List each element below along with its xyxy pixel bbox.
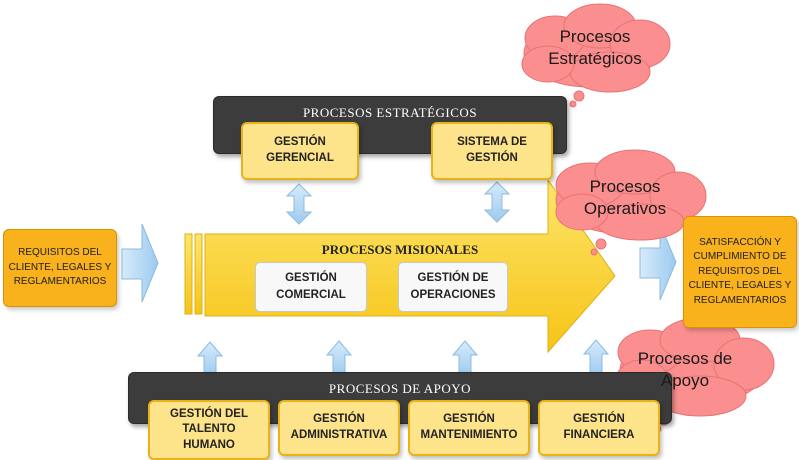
estrategicos-title: PROCESOS ESTRATÉGICOS: [302, 105, 478, 120]
sistema-gestion-box[interactable]: SISTEMA DE GESTIÓN: [431, 122, 553, 180]
apoyo-title: PROCESOS DE APOYO: [328, 381, 472, 396]
input-requisitos-label: REQUISITOS DEL CLIENTE, LEGALES Y REGLAM…: [8, 247, 112, 288]
output-satisfaccion-box[interactable]: SATISFACCIÓN Y CUMPLIMIENTO DE REQUISITO…: [683, 216, 797, 328]
gestion-operaciones-label: GESTIÓN DE OPERACIONES: [410, 271, 496, 301]
gestion-gerencial-label: GESTIÓN GERENCIAL: [266, 136, 334, 164]
output-satisfaccion-label: SATISFACCIÓN Y CUMPLIMIENTO DE REQUISITO…: [688, 236, 792, 306]
sistema-gestion-label: SISTEMA DE GESTIÓN: [457, 136, 527, 164]
gestion-comercial-box[interactable]: GESTIÓN COMERCIAL: [255, 262, 367, 312]
administrativa-label: GESTIÓN ADMINISTRATIVA: [290, 413, 388, 441]
up-arrow-2: [325, 340, 353, 377]
cloud-estrategicos-label: Procesos Estratégicos: [548, 26, 642, 68]
up-arrow-3: [451, 340, 479, 377]
input-requisitos-box[interactable]: REQUISITOS DEL CLIENTE, LEGALES Y REGLAM…: [3, 229, 117, 307]
input-arrow: [121, 223, 159, 303]
gestion-comercial-label: GESTIÓN COMERCIAL: [276, 271, 346, 301]
gestion-gerencial-box[interactable]: GESTIÓN GERENCIAL: [241, 122, 359, 180]
output-arrow: [639, 223, 677, 301]
financiera-box[interactable]: GESTIÓN FINANCIERA: [538, 400, 660, 456]
gestion-operaciones-box[interactable]: GESTIÓN DE OPERACIONES: [398, 262, 508, 312]
cloud-operativos-label: Procesos Operativos: [583, 176, 667, 218]
double-arrow-left: [285, 183, 313, 225]
talento-humano-label: GESTIÓN DEL TALENTO HUMANO: [170, 407, 248, 451]
mantenimiento-label: GESTIÓN MANTENIMIENTO: [420, 413, 518, 441]
up-arrow-4: [582, 339, 610, 377]
cloud-estrategicos: [521, 3, 671, 108]
double-arrow-right: [483, 181, 511, 223]
cloud-apoyo-label: Procesos de Apoyo: [637, 348, 733, 390]
mantenimiento-box[interactable]: GESTIÓN MANTENIMIENTO: [408, 400, 530, 456]
up-arrow-1: [196, 341, 224, 377]
talento-humano-box[interactable]: GESTIÓN DEL TALENTO HUMANO: [148, 400, 270, 460]
misionales-title: PROCESOS MISIONALES: [321, 242, 479, 257]
financiera-label: GESTIÓN FINANCIERA: [563, 413, 635, 441]
cloud-operativos: [555, 149, 707, 256]
administrativa-box[interactable]: GESTIÓN ADMINISTRATIVA: [278, 400, 400, 456]
